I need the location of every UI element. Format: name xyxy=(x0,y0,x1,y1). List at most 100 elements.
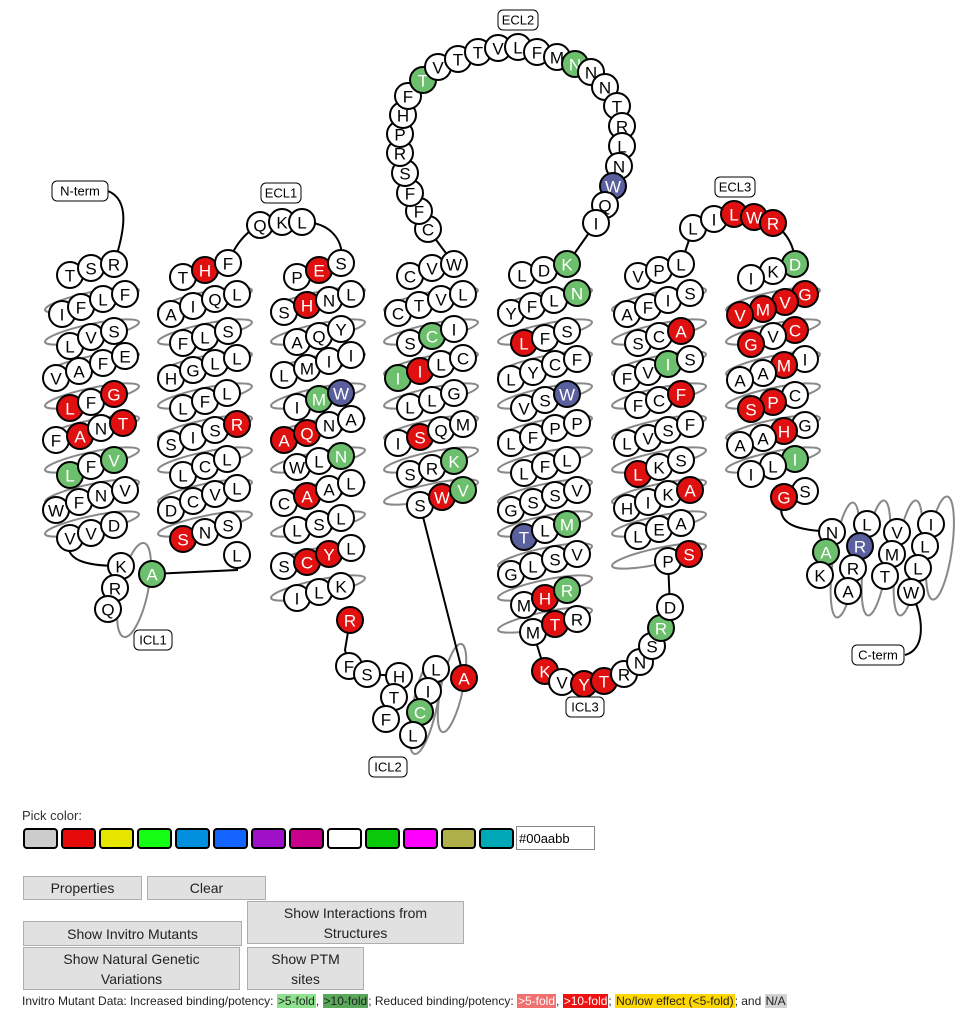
residue-icl2[interactable]: L xyxy=(399,721,427,749)
residue-tm1[interactable]: E xyxy=(111,342,139,370)
properties-button[interactable]: Properties xyxy=(23,876,142,900)
residue-tm2[interactable]: Q xyxy=(201,285,229,313)
residue-tm5[interactable]: G xyxy=(497,496,525,524)
residue-tm3[interactable]: S xyxy=(327,249,355,277)
residue-tm4[interactable]: S xyxy=(406,491,434,519)
residue-tm5[interactable]: W xyxy=(553,380,581,408)
residue-tm5[interactable]: H xyxy=(531,584,559,612)
residue-h8[interactable]: T xyxy=(871,562,899,590)
residue-tm1[interactable]: S xyxy=(100,317,128,345)
residue-icl3[interactable]: D xyxy=(656,593,684,621)
residue-tm7[interactable]: H xyxy=(770,417,798,445)
residue-tm2[interactable]: L xyxy=(213,445,241,473)
residue-tm2[interactable]: H xyxy=(191,256,219,284)
color-hex-input[interactable] xyxy=(516,826,595,850)
residue-tm7[interactable]: L xyxy=(759,452,787,480)
residue-tm1[interactable]: V xyxy=(42,364,70,392)
residue-tm7[interactable]: G xyxy=(770,483,798,511)
residue-tm2[interactable]: N xyxy=(191,518,219,546)
residue-tm5[interactable]: C xyxy=(541,350,569,378)
residue-tm6[interactable]: F xyxy=(667,380,695,408)
residue-tm6[interactable]: S xyxy=(675,540,703,568)
residue-tm3[interactable]: N xyxy=(327,442,355,470)
residue-tm1[interactable]: T xyxy=(109,409,137,437)
residue-tm3[interactable]: M xyxy=(305,385,333,413)
residue-tm1[interactable]: D xyxy=(100,511,128,539)
residue-tm5[interactable]: T xyxy=(510,523,538,551)
residue-tm1[interactable]: A xyxy=(66,422,94,450)
residue-tm4[interactable]: G xyxy=(440,379,468,407)
residue-tm7[interactable]: V xyxy=(726,301,754,329)
residue-tm2[interactable]: R xyxy=(223,410,251,438)
residue-tm4[interactable]: K xyxy=(440,447,468,475)
residue-tm2[interactable]: L xyxy=(223,344,251,372)
residue-tm4[interactable]: S xyxy=(406,423,434,451)
residue-tm5[interactable]: R xyxy=(563,605,591,633)
residue-tm7[interactable]: I xyxy=(737,460,765,488)
residue-tm2[interactable]: L xyxy=(213,379,241,407)
residue-tm4[interactable]: V xyxy=(449,476,477,504)
residue-tm3[interactable]: C xyxy=(270,489,298,517)
residue-tm4[interactable]: I xyxy=(440,315,468,343)
residue-tm2[interactable]: L xyxy=(223,280,251,308)
residue-tm4[interactable]: R xyxy=(418,454,446,482)
residue-tm6[interactable]: C xyxy=(645,322,673,350)
residue-tm5[interactable]: L xyxy=(540,286,568,314)
residue-tm1[interactable]: S xyxy=(77,254,105,282)
residue-tm3[interactable]: S xyxy=(270,298,298,326)
color-swatch[interactable] xyxy=(61,827,96,849)
residue-icl2[interactable]: F xyxy=(372,705,400,733)
residue-tm6[interactable]: H xyxy=(613,494,641,522)
residue-tm7[interactable]: K xyxy=(759,257,787,285)
residue-tm2[interactable]: S xyxy=(214,511,242,539)
residue-tm2[interactable]: L xyxy=(223,541,251,569)
residue-ecl2[interactable]: I xyxy=(582,209,610,237)
residue-tm7[interactable]: A xyxy=(726,366,754,394)
color-swatch[interactable] xyxy=(251,827,286,849)
residue-tm3[interactable]: Y xyxy=(327,315,355,343)
residue-tm1[interactable]: F xyxy=(42,426,70,454)
residue-tm2[interactable]: D xyxy=(157,496,185,524)
color-swatch[interactable] xyxy=(441,827,476,849)
residue-tm4[interactable]: M xyxy=(449,410,477,438)
residue-tm4[interactable]: C xyxy=(384,299,412,327)
residue-tm2[interactable]: L xyxy=(169,394,197,422)
color-swatch[interactable] xyxy=(175,827,210,849)
residue-tm1[interactable]: N xyxy=(87,414,115,442)
residue-tm1[interactable]: W xyxy=(42,496,70,524)
residue-tm3[interactable]: L xyxy=(337,280,365,308)
residue-tm6[interactable]: A xyxy=(667,317,695,345)
residue-tm3[interactable]: L xyxy=(337,469,365,497)
residue-tm3[interactable]: K xyxy=(327,572,355,600)
residue-tm2[interactable]: I xyxy=(179,423,207,451)
residue-tm3[interactable]: Q xyxy=(305,322,333,350)
residue-tm3[interactable]: W xyxy=(283,453,311,481)
residue-tm5[interactable]: F xyxy=(563,345,591,373)
residue-tm4[interactable]: C xyxy=(449,344,477,372)
residue-tm3[interactable]: A xyxy=(337,405,365,433)
residue-tm6[interactable]: A xyxy=(667,509,695,537)
residue-tm3[interactable]: L xyxy=(337,534,365,562)
residue-tm1[interactable]: F xyxy=(67,293,95,321)
residue-tm5[interactable]: R xyxy=(553,576,581,604)
residue-h8[interactable]: K xyxy=(806,561,834,589)
residue-tm5[interactable]: T xyxy=(541,610,569,638)
residue-tm7[interactable]: M xyxy=(749,295,777,323)
residue-tm6[interactable]: C xyxy=(645,386,673,414)
residue-tm5[interactable]: L xyxy=(553,446,581,474)
residue-tm3[interactable]: I xyxy=(283,393,311,421)
residue-tm4[interactable]: L xyxy=(427,350,455,378)
residue-tm3[interactable]: L xyxy=(327,504,355,532)
color-swatch[interactable] xyxy=(23,827,58,849)
residue-tm1[interactable]: L xyxy=(56,394,84,422)
residue-tm7[interactable]: C xyxy=(781,381,809,409)
residue-h8[interactable]: A xyxy=(834,577,862,605)
show-interactions-button[interactable]: Show Interactions from Structures xyxy=(247,901,464,944)
residue-tm1[interactable]: R xyxy=(100,250,128,278)
show-ptm-sites-button[interactable]: Show PTM sites xyxy=(247,947,364,990)
residue-tm5[interactable]: D xyxy=(530,256,558,284)
residue-tm5[interactable]: S xyxy=(531,386,559,414)
residue-tm6[interactable]: A xyxy=(676,476,704,504)
residue-tm1[interactable]: N xyxy=(87,481,115,509)
residue-ecl1[interactable]: L xyxy=(288,208,316,236)
